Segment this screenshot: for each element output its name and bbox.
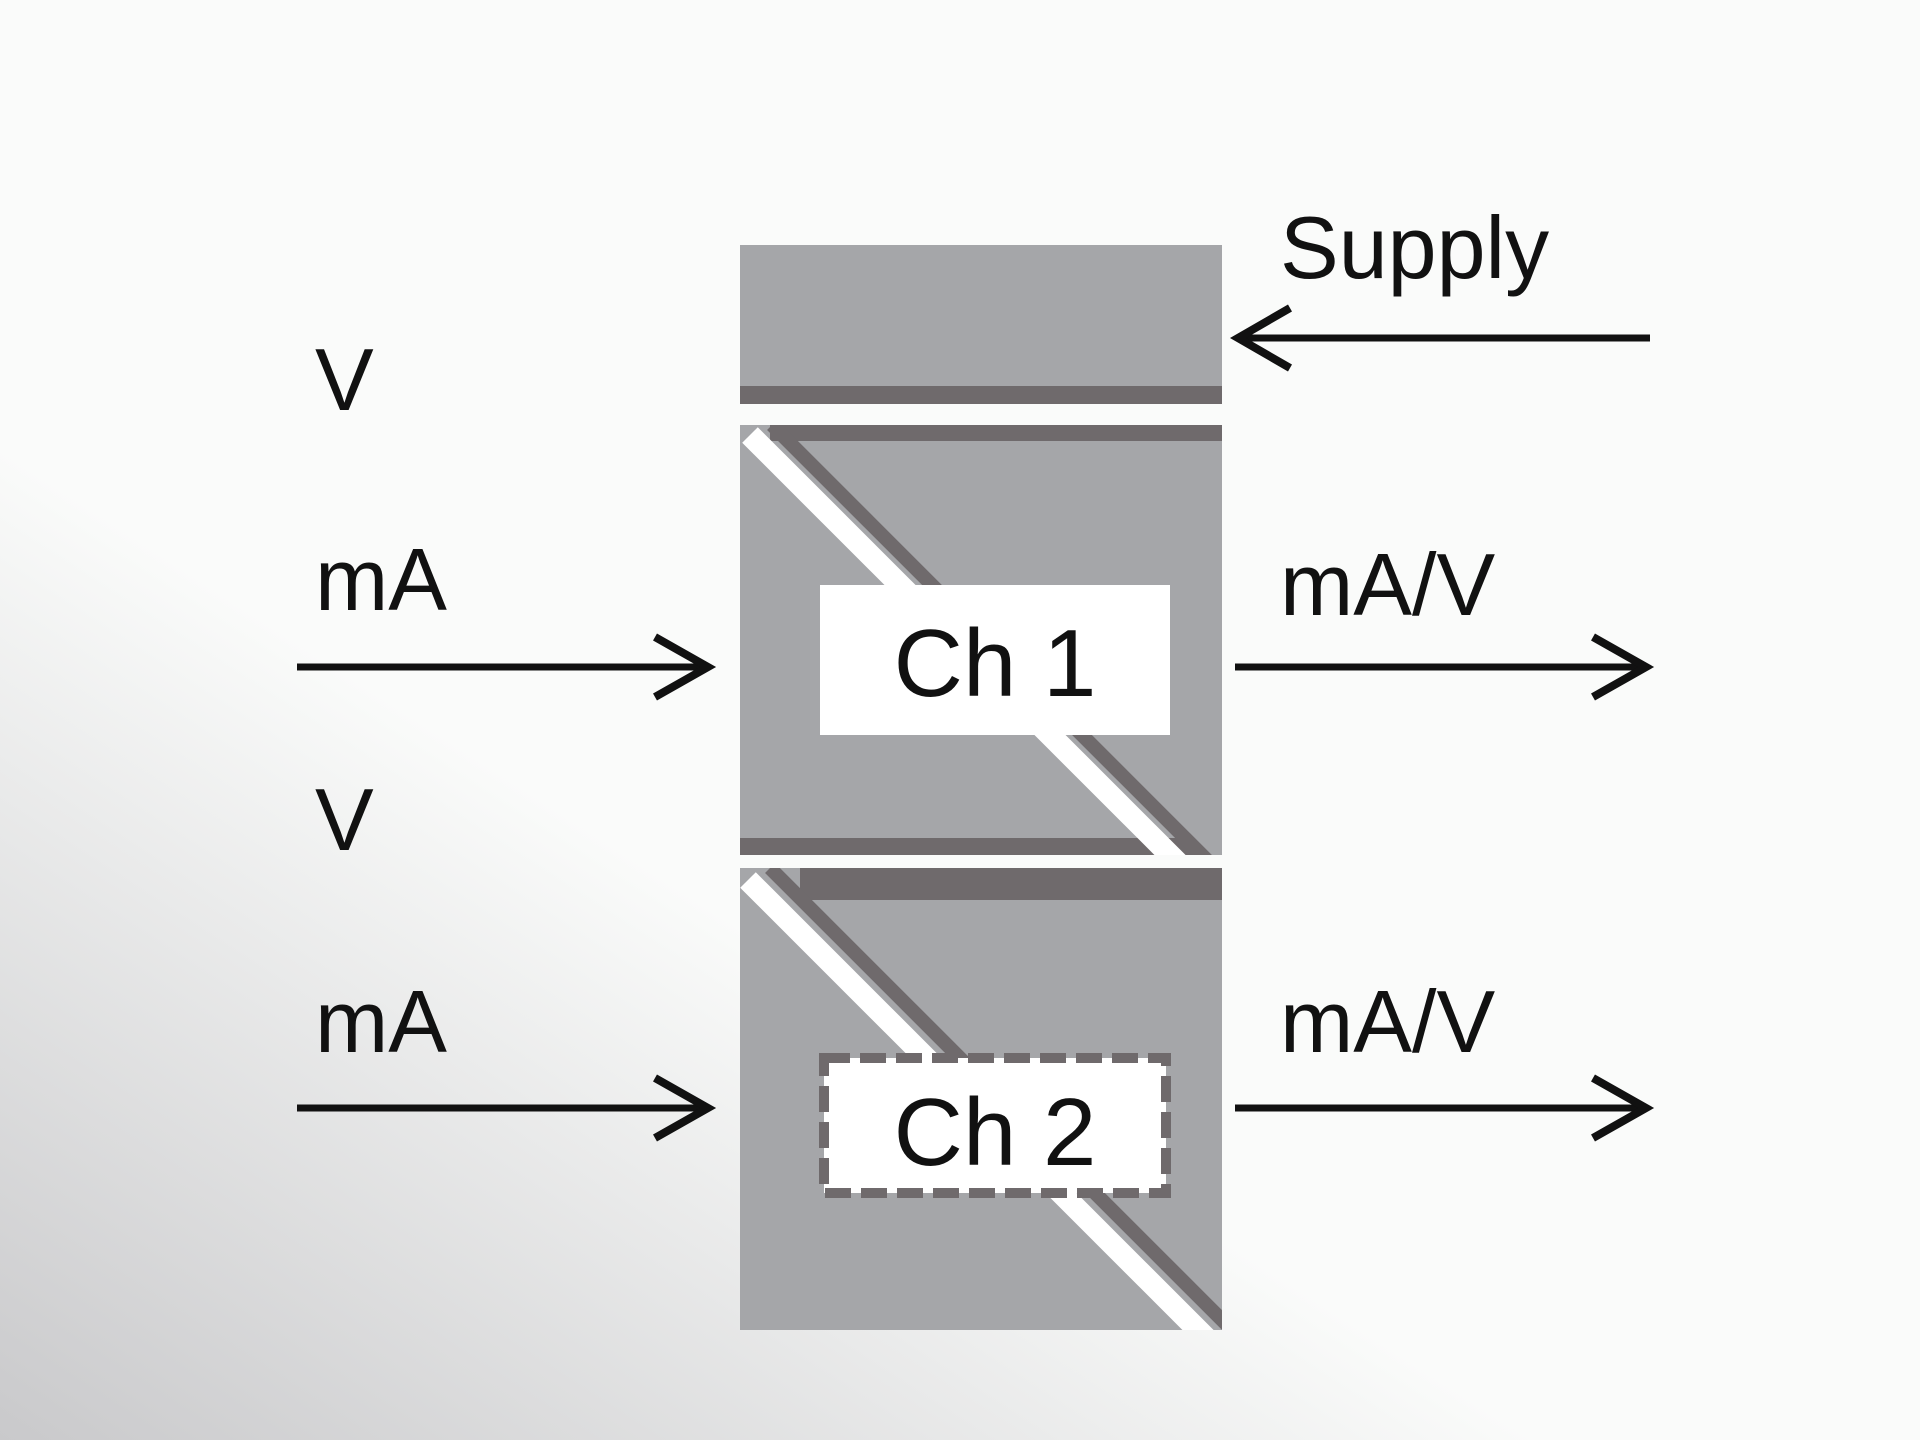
channel-2-label: Ch 2 bbox=[894, 1079, 1097, 1186]
channel-1-input-arrow bbox=[297, 633, 717, 701]
channel-2-output-arrow bbox=[1235, 1074, 1655, 1142]
channel-1-current-input-label: mA bbox=[315, 530, 447, 629]
channel-1-output-label: mA/V bbox=[1280, 535, 1495, 634]
channel-1-output-arrow bbox=[1235, 633, 1655, 701]
channel-1-voltage-input-label: V bbox=[315, 330, 374, 429]
supply-block bbox=[740, 245, 1222, 404]
supply-label: Supply bbox=[1280, 198, 1549, 297]
channel-2-current-input-label: mA bbox=[315, 972, 447, 1071]
channel-2-input-arrow bbox=[297, 1074, 717, 1142]
channel-2-label-box: Ch 2 bbox=[819, 1053, 1171, 1198]
supply-arrow bbox=[1229, 304, 1650, 372]
channel-2-output-label: mA/V bbox=[1280, 972, 1495, 1071]
channel-2-voltage-input-label: V bbox=[315, 770, 374, 869]
supply-block-bottom-stripe bbox=[740, 386, 1222, 404]
channel-1-label: Ch 1 bbox=[894, 610, 1097, 717]
channel-1-label-box: Ch 1 bbox=[820, 585, 1170, 735]
